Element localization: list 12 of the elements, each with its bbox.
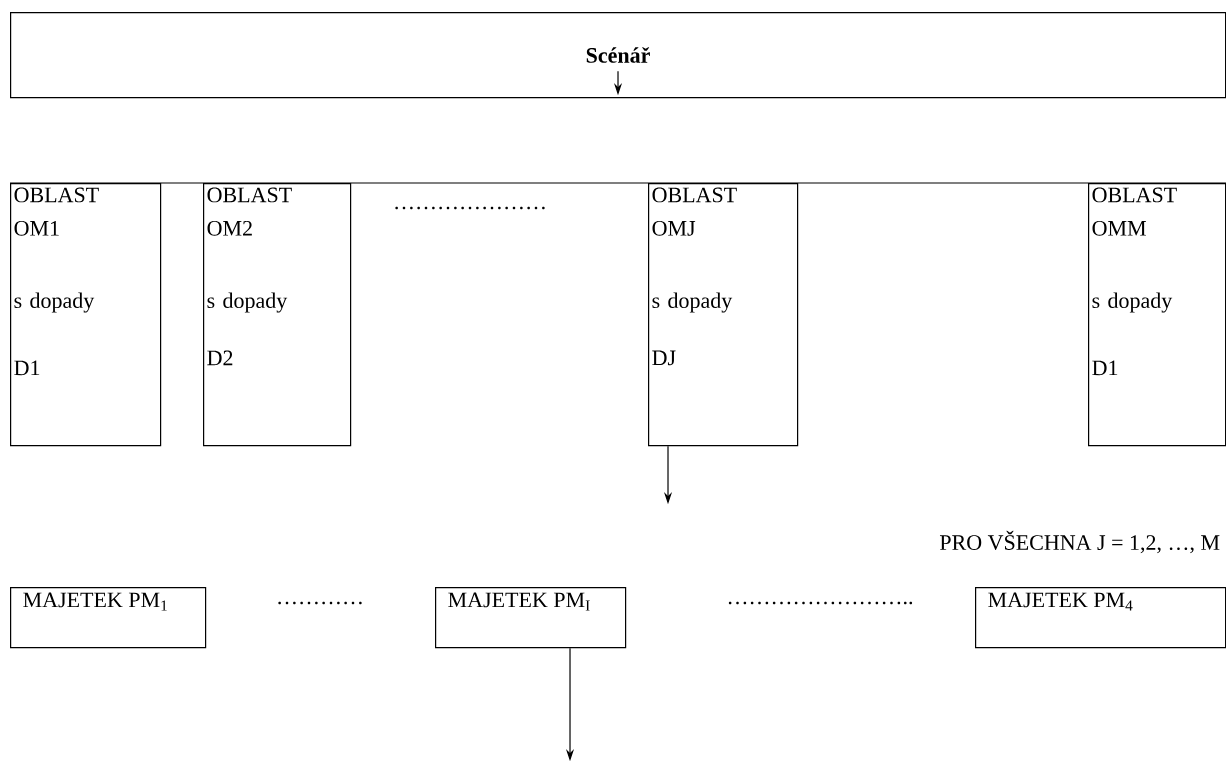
process-box: OBLAST OM2 s dopady D2 xyxy=(203,183,352,447)
process-box: MAJETEK PM$_{I}$ xyxy=(435,587,627,649)
title-box: Scénář xyxy=(10,12,1226,99)
process-box: OBLAST OM1 s dopady D1 xyxy=(10,183,162,447)
ellipsis: ………………… xyxy=(395,206,545,210)
process-box: MAJETEK PM$_{4}$ xyxy=(975,587,1226,649)
ellipsis: …………………….. xyxy=(728,601,913,605)
ellipsis: ………… xyxy=(278,601,362,605)
process-box: OBLAST OMM s dopady D1 xyxy=(1088,183,1226,447)
process-box: MAJETEK PM$_{1}$ xyxy=(10,587,207,649)
process-box: OBLAST OMJ s dopady DJ xyxy=(648,183,799,447)
note-text: PRO VŠECHNA J = 1,2, …, M xyxy=(940,530,1220,554)
